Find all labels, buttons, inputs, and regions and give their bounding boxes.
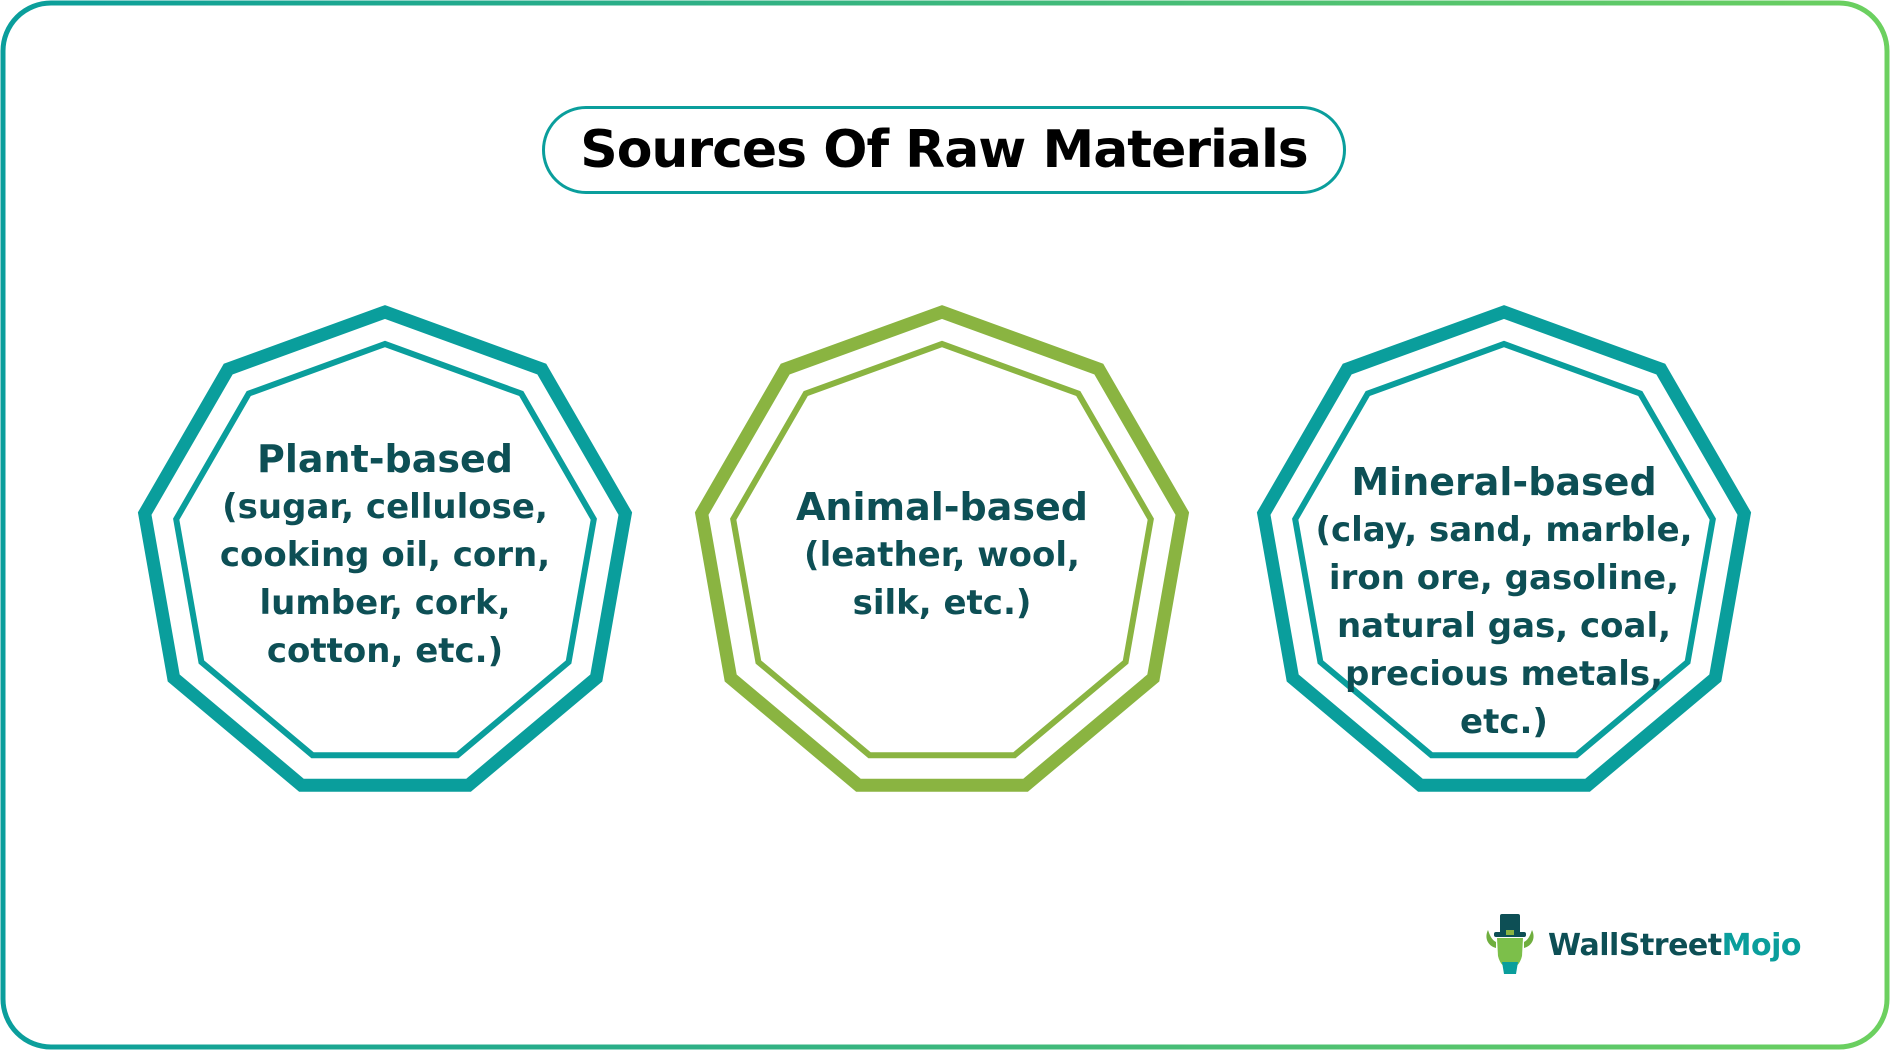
wallstreetmojo-logo: WallStreetMojo [1482, 912, 1801, 978]
source-heading: Animal-based [796, 485, 1088, 529]
source-heading: Plant-based [257, 437, 513, 481]
animal-nonagon-icon [694, 305, 1190, 792]
bull-mascot-icon [1486, 914, 1534, 974]
source-mineral: Mineral-based (clay, sand, marble, iron … [1274, 452, 1734, 752]
source-plant: Plant-based (sugar, cellulose, cooking o… [155, 405, 615, 705]
source-animal: Animal-based (leather, wool, silk, etc.) [712, 405, 1172, 705]
plant-nonagon-icon [137, 305, 633, 792]
title-banner: Sources Of Raw Materials [542, 106, 1346, 194]
source-detail: (sugar, cellulose, cooking oil, corn, lu… [219, 487, 551, 671]
source-detail: (leather, wool, silk, etc.) [804, 535, 1080, 623]
mineral-nonagon-icon [1256, 305, 1752, 792]
source-heading: Mineral-based [1351, 460, 1657, 504]
logo-brand-accent: Mojo [1721, 927, 1802, 963]
source-detail: (clay, sand, marble, iron ore, gasoline,… [1315, 510, 1693, 742]
logo-wordmark: WallStreetMojo [1548, 928, 1801, 963]
logo-brand-primary: WallStreet [1548, 927, 1722, 963]
page-title: Sources Of Raw Materials [580, 120, 1308, 180]
